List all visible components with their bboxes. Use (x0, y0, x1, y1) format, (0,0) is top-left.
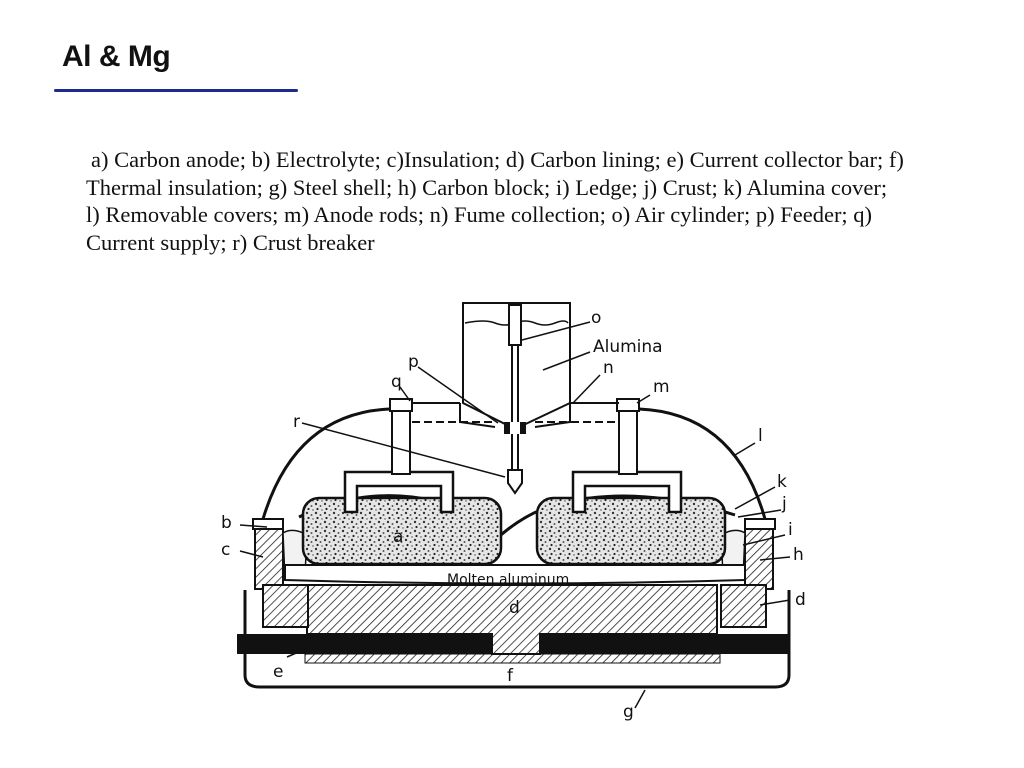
steel-shell (243, 590, 791, 689)
current-supply-right (616, 398, 640, 412)
removable-cover-left (261, 407, 391, 520)
label-e: e (273, 662, 283, 682)
fume-hood-right (534, 403, 571, 428)
label-f: f (507, 666, 514, 686)
electrolytic-cell-diagram: o Alumina p n q m r l k j b i c h a Molt… (221, 302, 806, 722)
label-h: h (793, 545, 804, 565)
label-r: r (293, 412, 300, 432)
label-b: b (221, 513, 232, 533)
anode-left (301, 496, 503, 566)
anode-right (535, 496, 727, 566)
current-supply-left (389, 398, 413, 412)
label-k: k (777, 472, 787, 492)
side-block-right (720, 584, 767, 628)
label-m: m (653, 377, 670, 397)
label-alumina: Alumina (593, 337, 663, 357)
label-l: l (758, 426, 763, 446)
collector-bar-left (237, 634, 492, 654)
title-underline (54, 89, 298, 92)
label-c: c (221, 540, 230, 560)
thermal-insulation (304, 653, 721, 664)
anode-yoke-left (343, 470, 455, 514)
alumina-fill-line (464, 320, 569, 326)
label-a: a (393, 527, 403, 547)
label-o: o (591, 308, 601, 328)
slide-title: Al & Mg (62, 40, 171, 73)
fume-hood-left (459, 403, 496, 428)
removable-cover-right (638, 407, 767, 520)
side-block-left (262, 584, 309, 628)
crust-breaker (507, 469, 523, 495)
molten-aluminum-pool (284, 564, 746, 585)
carbon-lining (306, 584, 718, 655)
wall-cap-right (744, 518, 776, 530)
label-d-right: d (795, 590, 806, 610)
label-q: q (391, 372, 402, 392)
anode-yoke-right (571, 470, 683, 514)
insulation-left (254, 526, 284, 590)
label-molten-aluminum: Molten aluminum (447, 572, 569, 588)
label-d-center: d (509, 598, 520, 618)
label-p: p (408, 352, 419, 372)
insulation-right (744, 526, 774, 590)
label-i: i (788, 520, 793, 540)
label-n: n (603, 358, 614, 378)
collector-bar-right (540, 634, 788, 654)
feeder-valve-inner (510, 422, 520, 434)
air-cylinder (508, 304, 522, 346)
wall-cap-left (252, 518, 284, 530)
label-j: j (781, 494, 787, 514)
diagram-caption: a) Carbon anode; b) Electrolyte; c)Insul… (86, 147, 904, 255)
label-g: g (623, 702, 634, 722)
